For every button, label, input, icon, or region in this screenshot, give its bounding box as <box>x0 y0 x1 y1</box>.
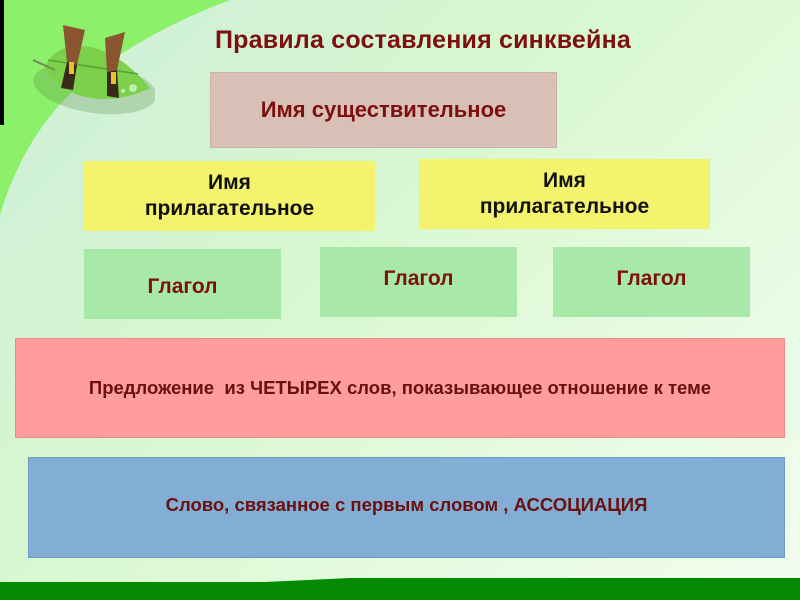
adjective-1-line2: прилагательное <box>144 197 315 220</box>
adjective-2-line1: Имя <box>543 169 586 192</box>
ground-strip <box>0 578 800 600</box>
verb-3-label: Глагол <box>616 267 687 290</box>
left-edge-bar <box>0 0 4 125</box>
verb-box-1: Глагол <box>84 249 281 319</box>
sentence-box: Предложение из ЧЕТЫРЕХ слов, показывающе… <box>15 338 785 438</box>
adjective-box-1: Имя прилагательное <box>84 161 375 231</box>
adjective-box-2: Имя прилагательное <box>419 159 710 229</box>
slide-title: Правила составления синквейна <box>215 26 632 54</box>
verb-box-3: Глагол <box>553 247 750 317</box>
verb-1-label: Глагол <box>147 275 218 298</box>
verb-2-label: Глагол <box>383 267 454 290</box>
adjective-2-line2: прилагательное <box>479 195 650 218</box>
sentence-label: Предложение из ЧЕТЫРЕХ слов, показывающе… <box>88 377 712 398</box>
association-label: Слово, связанное с первым словом , АССОЦ… <box>165 493 648 515</box>
verb-box-2: Глагол <box>320 247 517 317</box>
noun-label: Имя существительное <box>260 97 507 122</box>
butterfly-leaf-illustration <box>32 25 155 115</box>
association-box: Слово, связанное с первым словом , АССОЦ… <box>28 457 785 558</box>
adjective-1-line1: Имя <box>208 171 251 194</box>
noun-box: Имя существительное <box>210 72 557 148</box>
